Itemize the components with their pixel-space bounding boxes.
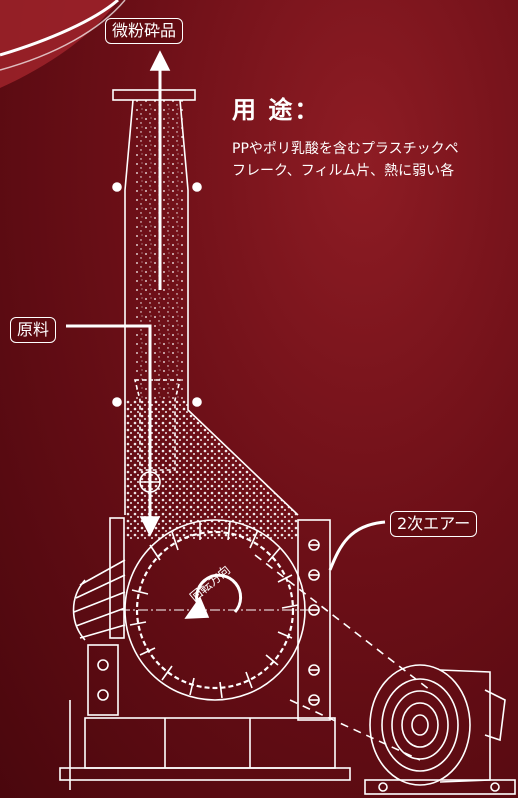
base-frame	[84, 717, 336, 769]
side-column	[297, 519, 331, 721]
corner-swoosh	[0, 0, 118, 88]
raw-material-label: 原料	[10, 317, 57, 343]
usage-line-2: フレーク、フィルム片、熱に弱い各	[232, 163, 455, 179]
usage-title: 用 途：	[232, 96, 321, 124]
usage-line-1: PPやポリ乳酸を含むプラスチックペ	[232, 141, 459, 157]
usage-description: PPやポリ乳酸を含むプラスチックペ フレーク、フィルム片、熱に弱い各	[232, 138, 518, 182]
secondary-air-label: 2次エアー	[390, 511, 478, 537]
outlet-flange	[112, 89, 196, 101]
product-label: 微粉砕品	[105, 18, 184, 44]
motor	[364, 664, 516, 795]
